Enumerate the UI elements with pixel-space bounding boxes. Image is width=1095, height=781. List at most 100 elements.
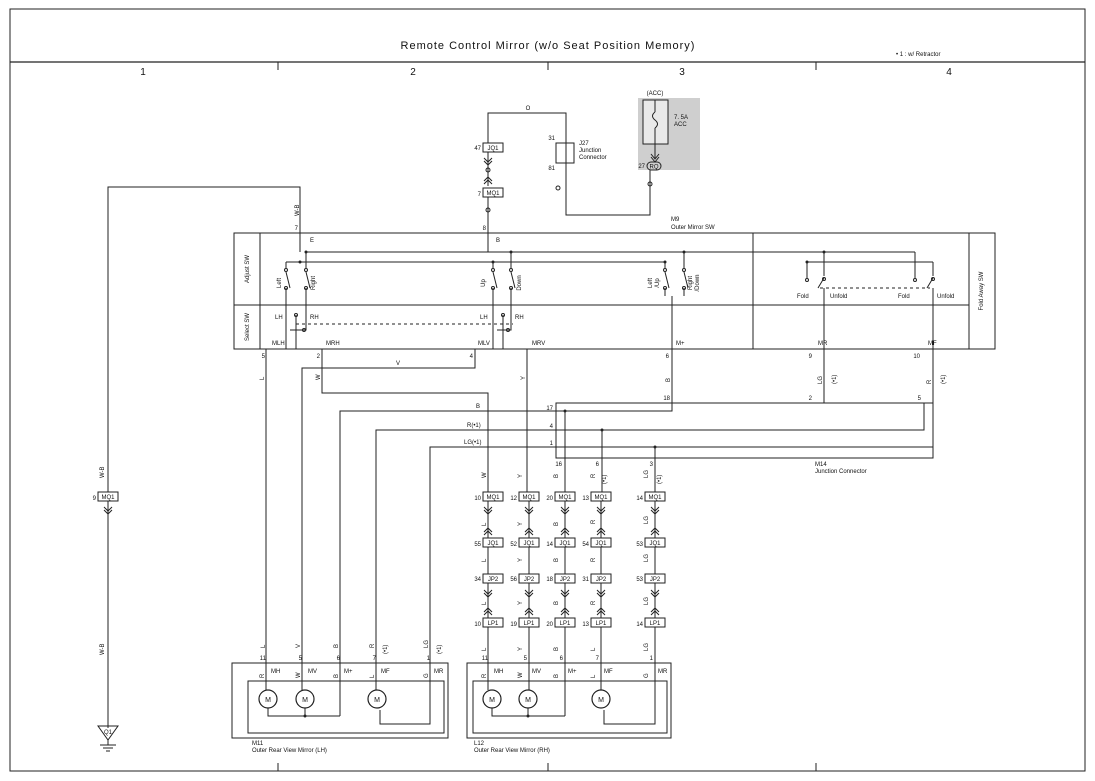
- term-mrv: MRV: [532, 341, 545, 347]
- col3-pin-b: 14: [546, 542, 553, 548]
- pin-8: 8: [483, 226, 487, 232]
- acc-fuse: (ACC) 7. 5A ACC 27 RQ: [638, 91, 700, 187]
- jq1-label: JQ1: [487, 146, 499, 152]
- col4-color-d: R: [591, 600, 597, 605]
- lh-wire-star-2: (•1): [437, 645, 443, 654]
- rh-in-l: L: [591, 674, 597, 678]
- col1-color-d: L: [482, 601, 488, 605]
- col5-color-e: LG: [644, 643, 650, 651]
- fuse-rating: 7. 5A: [674, 115, 688, 121]
- pin-9-sw: 9: [809, 354, 813, 360]
- lh-wire-star-1: (•1): [383, 645, 389, 654]
- wire-label-wb-2: W-B: [100, 466, 106, 478]
- lh-pin-7: 7: [373, 656, 377, 662]
- lh-wire-lg: LG: [424, 640, 430, 648]
- select-lh-2: LH: [480, 315, 488, 321]
- lh-motor-2-label: M: [302, 697, 308, 704]
- lh-wire-r: R: [370, 643, 376, 648]
- col1-pin-c: 34: [474, 577, 481, 583]
- pin-47: 47: [474, 146, 481, 152]
- wire-label-o: O: [526, 106, 531, 112]
- lh-term-mr: MR: [434, 669, 444, 675]
- col3-conn-d: LP1: [560, 621, 571, 627]
- pin-9-mq1: 9: [93, 496, 97, 502]
- wire-lg-lh: [429, 446, 556, 680]
- rh-term-mr: MR: [658, 669, 668, 675]
- mq1-label-ground: MQ1: [101, 495, 115, 501]
- switch-id: M9: [671, 217, 680, 223]
- switch-right-down-1: Right: [688, 276, 694, 290]
- col5-pin-d: 14: [636, 622, 643, 628]
- lh-term-mf: MF: [381, 669, 390, 675]
- col3-pin-d: 20: [546, 622, 553, 628]
- col2-color-c: Y: [518, 558, 524, 562]
- wire-mrh: [321, 349, 489, 492]
- col2-pin-d: 19: [510, 622, 517, 628]
- wire-label-star-1: (•1): [832, 375, 838, 384]
- col4-pin-c: 31: [582, 577, 589, 583]
- rh-in-r: R: [482, 673, 488, 678]
- wire-wb-ground: [107, 186, 301, 492]
- wire-label-b-2: B: [476, 404, 480, 410]
- outer-mirror-switch: M9 Outer Mirror SW Adjust SW Select SW F…: [233, 217, 996, 350]
- wire-label-lg-star: LG(•1): [464, 440, 481, 446]
- col4-star-a: (•1): [602, 475, 608, 484]
- select-sw-label: Select SW: [245, 313, 251, 341]
- j27-pin-top: 31: [548, 136, 555, 142]
- rh-pin-7: 7: [596, 656, 600, 662]
- col4-color-b: R: [591, 519, 597, 524]
- lh-pin-5: 5: [299, 656, 303, 662]
- rh-pin-11: 11: [482, 656, 489, 662]
- m14-pin-17: 17: [546, 406, 553, 412]
- switch-up: Up: [481, 279, 487, 287]
- wire-label-r-1: R: [927, 379, 933, 384]
- lh-term-mv: MV: [308, 669, 317, 675]
- col2-conn-a: MQ1: [522, 495, 536, 501]
- col2-pin-a: 12: [510, 496, 517, 502]
- wire-label-w-1: W: [316, 374, 322, 380]
- lh-motor-3-label: M: [374, 697, 380, 704]
- j27-pin-bottom: 81: [548, 166, 555, 172]
- col3-color-a: B: [554, 474, 560, 478]
- m14-pin-1: 1: [550, 441, 554, 447]
- m14-id: M14: [815, 462, 827, 468]
- col1-conn-b: JQ1: [487, 541, 499, 547]
- col3-conn-a: MQ1: [558, 495, 572, 501]
- col4-conn-d: LP1: [596, 621, 607, 627]
- term-mlv: MLV: [478, 341, 490, 347]
- pin-10-sw: 10: [913, 354, 920, 360]
- col3-color-d: B: [554, 601, 560, 605]
- rh-motor-2-label: M: [525, 697, 531, 704]
- mirror-rh-id: L12: [474, 741, 485, 747]
- col3-color-b: B: [554, 522, 560, 526]
- col4-color-a: R: [591, 473, 597, 478]
- rh-connector-columns: W 10 MQ1 55 JQ1 34 JP2 10 LP1 L L L L Y …: [474, 470, 666, 680]
- m14-pin-18: 18: [663, 396, 670, 402]
- rh-in-w: W: [518, 672, 524, 678]
- col2-color-b: Y: [518, 522, 524, 526]
- page-frame: [9, 8, 1086, 772]
- j27-id: J27: [579, 141, 589, 147]
- rh-motor-3-label: M: [598, 697, 604, 704]
- col4-conn-a: MQ1: [594, 495, 608, 501]
- col5-color-c: LG: [644, 554, 650, 562]
- adjust-sw-label: Adjust SW: [245, 255, 251, 283]
- col3-color-c: B: [554, 558, 560, 562]
- term-mrh: MRH: [326, 341, 340, 347]
- col2-color-e: Y: [518, 647, 524, 651]
- switch-right-down-2: /Down: [695, 274, 701, 291]
- term-b: B: [496, 238, 500, 244]
- rh-pin-1: 1: [650, 656, 654, 662]
- col2-conn-c: JP2: [524, 577, 535, 583]
- col4-pin-b: 54: [582, 542, 589, 548]
- col1-conn-c: JP2: [488, 577, 499, 583]
- lh-in-w: W: [296, 672, 302, 678]
- col5-color-d: LG: [644, 597, 650, 605]
- rh-in-b: B: [554, 674, 560, 678]
- col4-color-e: L: [591, 647, 597, 651]
- pin-4-sw: 4: [470, 354, 474, 360]
- switch-left: Left: [277, 278, 283, 288]
- switch-left-up-2: /Up: [655, 278, 661, 288]
- ground-symbol: Q1: [97, 725, 119, 752]
